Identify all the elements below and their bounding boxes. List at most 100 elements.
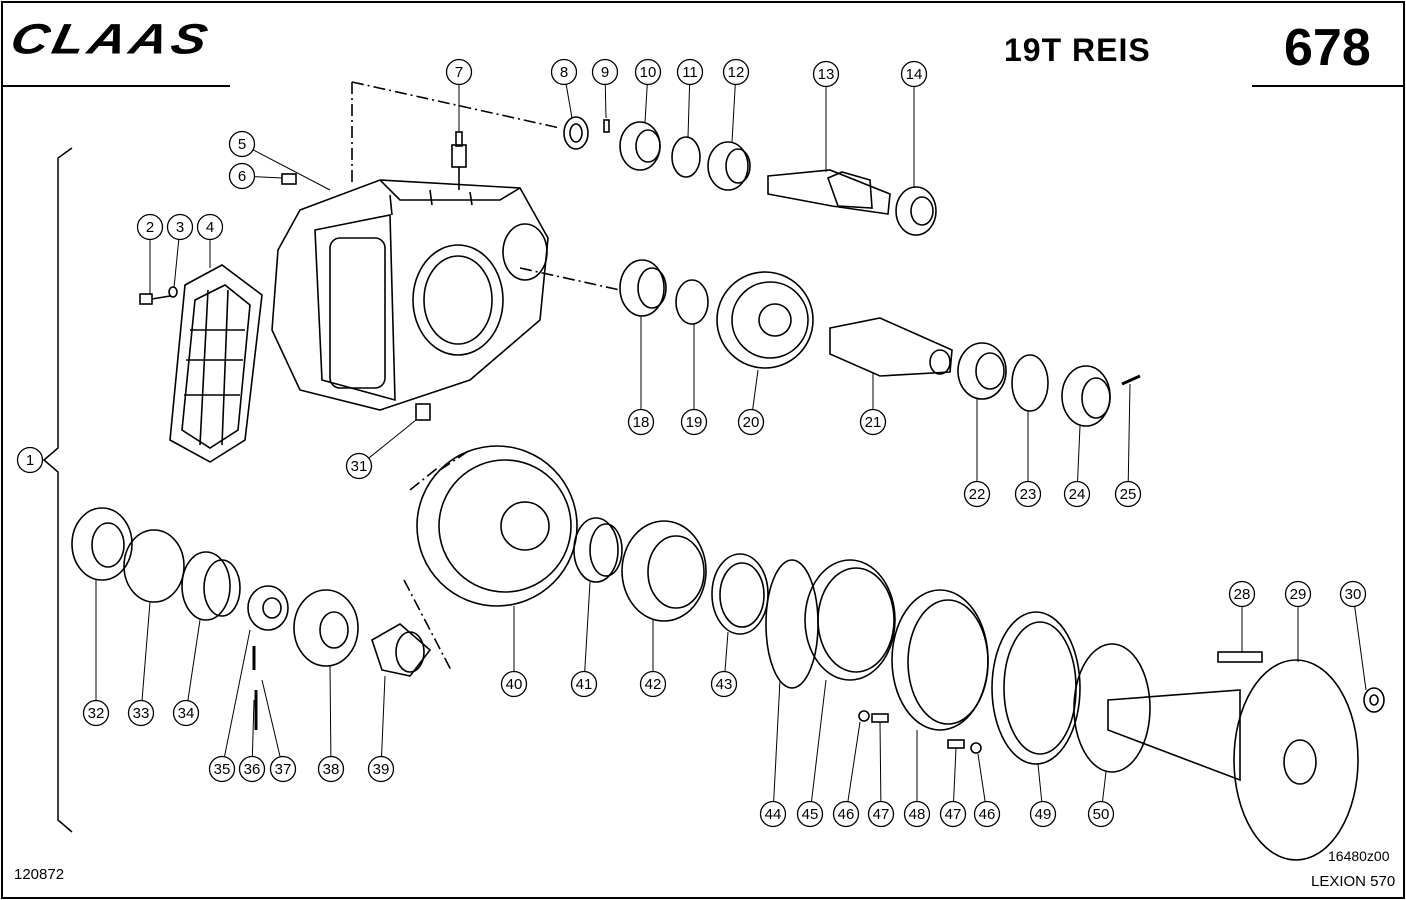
callout-number: 14 [906, 66, 923, 83]
callout-4: 4 [196, 213, 224, 268]
callout-circle [1063, 480, 1091, 508]
nut-35 [247, 585, 289, 631]
callout-36: 36 [238, 699, 266, 783]
bearing-12 [707, 141, 751, 191]
callout-number: 13 [818, 66, 835, 83]
o-ring-23 [1011, 354, 1049, 412]
callout-leader [809, 679, 827, 815]
drawing-code: 16480z00 [1328, 848, 1390, 864]
callout-leader [140, 601, 151, 714]
callout-22: 22 [963, 398, 991, 508]
callout-leader [221, 629, 251, 770]
bearing-38 [293, 589, 359, 667]
callout-29: 29 [1284, 580, 1312, 662]
callout-circle [550, 58, 578, 86]
callout-leader [845, 721, 861, 815]
callout-46: 46 [832, 721, 861, 828]
callout-39: 39 [367, 675, 395, 783]
callout-21: 21 [859, 372, 887, 436]
shaft-13 [767, 169, 891, 215]
callout-circle [82, 699, 110, 727]
seal-32 [71, 507, 133, 581]
callout-circle [639, 670, 667, 698]
callout-number: 46 [838, 806, 855, 823]
bolt-small [139, 286, 178, 305]
callout-circle [1087, 800, 1115, 828]
callout-circle [16, 446, 44, 474]
callout-number: 8 [560, 64, 568, 81]
callout-14: 14 [900, 60, 928, 188]
seal-ring-8 [563, 116, 589, 150]
o-ring-19 [675, 279, 709, 325]
callout-37: 37 [261, 679, 297, 783]
bearing-42 [621, 520, 707, 622]
callout-45: 45 [796, 679, 827, 828]
page-number: 678 [1284, 19, 1371, 77]
drain-plug [415, 403, 431, 421]
callout-48: 48 [903, 730, 931, 828]
callout-number: 1 [26, 452, 34, 469]
callout-20: 20 [737, 369, 765, 436]
callout-number: 33 [133, 705, 150, 722]
callout-18: 18 [627, 316, 655, 436]
callout-circle [710, 670, 738, 698]
callout-circle [1014, 480, 1042, 508]
gearbox-housing [271, 179, 549, 411]
callout-leader [583, 581, 591, 685]
callout-circle [963, 480, 991, 508]
callout-31: 31 [345, 419, 417, 480]
callout-circle [269, 755, 297, 783]
callout-number: 20 [743, 414, 760, 431]
callout-circle [867, 800, 895, 828]
bolt-47a [871, 713, 889, 723]
callout-number: 37 [275, 761, 292, 778]
callout-24: 24 [1063, 425, 1091, 508]
callout-circle [172, 699, 200, 727]
gear-20 [716, 271, 814, 369]
callout-leader [1352, 593, 1367, 691]
callout-47: 47 [939, 747, 967, 828]
callout-circle [1228, 580, 1256, 608]
callout-circle [238, 755, 266, 783]
callout-number: 5 [238, 136, 246, 153]
callout-42: 42 [639, 620, 667, 698]
callout-28: 28 [1228, 580, 1256, 652]
assembly-bracket [42, 147, 73, 833]
callout-circle [900, 60, 928, 88]
claas-logo: CLAAS [6, 15, 216, 64]
bearing-22 [957, 342, 1007, 400]
shaft-21 [829, 317, 953, 377]
callout-circle [832, 800, 860, 828]
callout-30: 30 [1339, 580, 1367, 691]
callout-number: 23 [1020, 486, 1037, 503]
o-ring-33 [123, 529, 185, 603]
callout-32: 32 [82, 580, 110, 727]
callout-circle [367, 755, 395, 783]
callout-number: 40 [506, 676, 523, 693]
cover-plate [169, 264, 263, 463]
model-label: 19T REIS [1004, 32, 1151, 68]
callout-circle [903, 800, 931, 828]
callout-41: 41 [570, 581, 598, 698]
callout-number: 44 [765, 806, 782, 823]
callout-number: 48 [909, 806, 926, 823]
sleeve-39 [371, 623, 432, 677]
callout-number: 50 [1093, 806, 1110, 823]
callout-circle [196, 213, 224, 241]
callout-leader [1127, 383, 1131, 495]
callout-number: 7 [455, 64, 463, 81]
callout-38: 38 [317, 665, 345, 783]
callout-1: 1 [16, 446, 45, 474]
callout-number: 4 [206, 219, 214, 236]
callout-number: 34 [178, 705, 195, 722]
callout-9: 9 [591, 58, 619, 119]
callout-circle [1284, 580, 1312, 608]
callout-number: 43 [716, 676, 733, 693]
callout-number: 2 [146, 219, 154, 236]
callout-leader [185, 619, 201, 714]
callout-number: 36 [244, 761, 261, 778]
callout-6: 6 [228, 162, 283, 190]
callout-number: 41 [576, 676, 593, 693]
